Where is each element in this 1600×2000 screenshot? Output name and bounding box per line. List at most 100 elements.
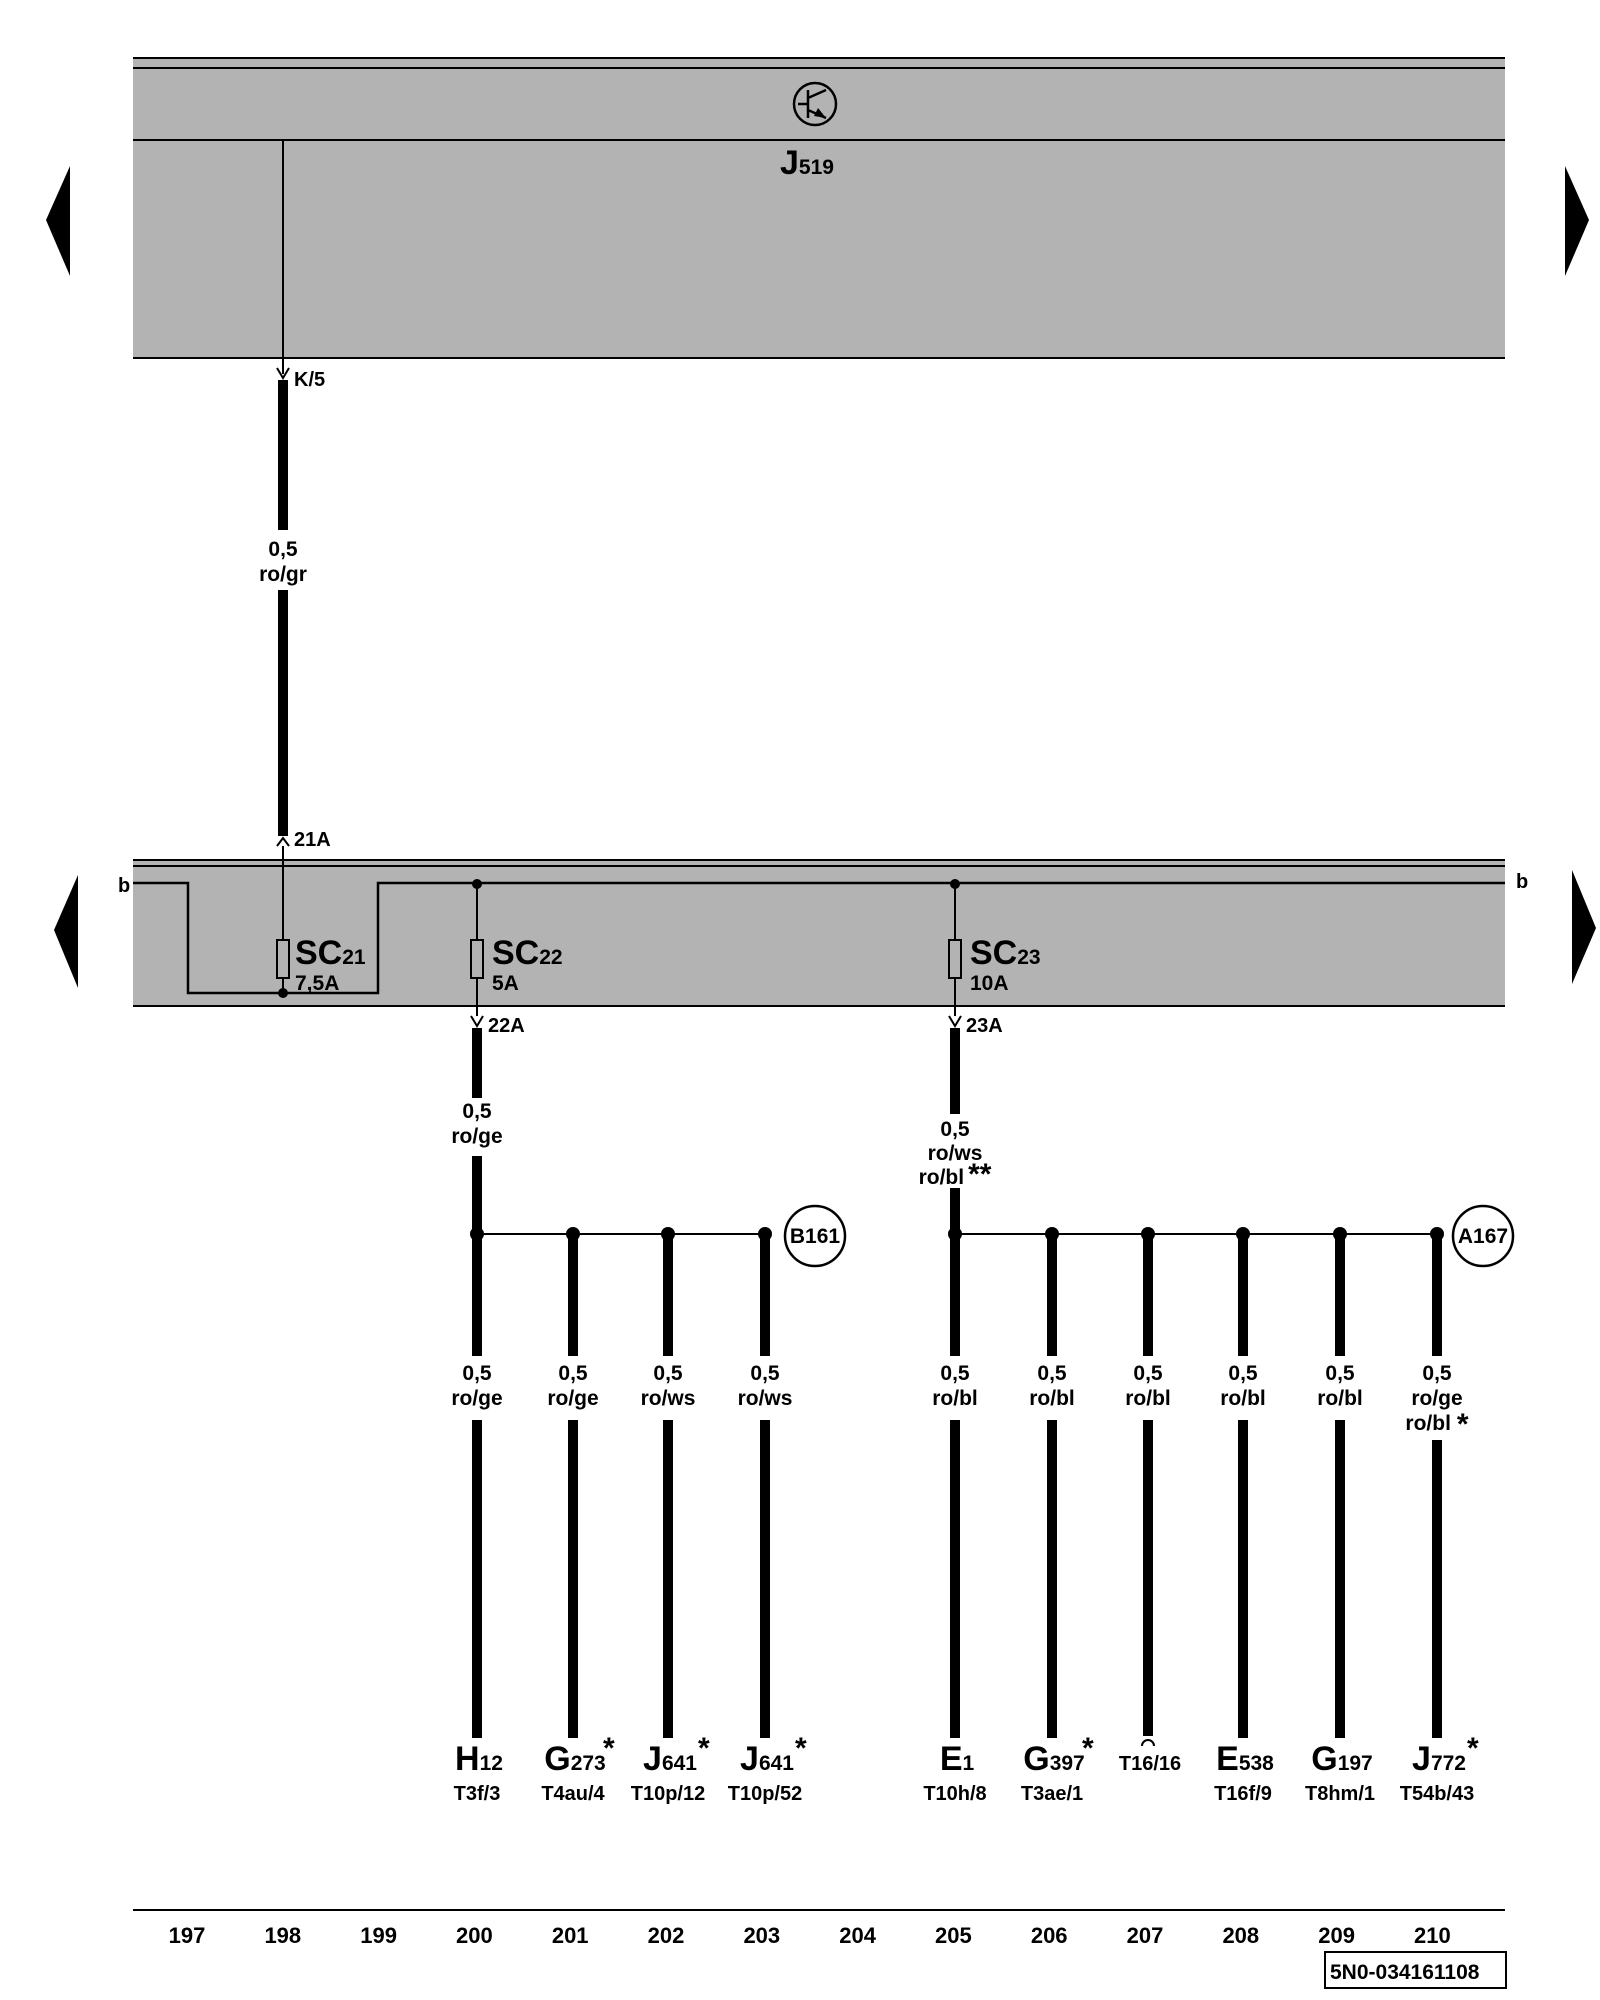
wire-color: ro/bl	[1029, 1387, 1075, 1410]
pin-label: T16/16	[1119, 1753, 1181, 1775]
svg-text:ro/bl**: ro/bl**	[919, 1158, 992, 1191]
pin-label: T3ae/1	[1021, 1783, 1083, 1805]
svg-text:7,5A: 7,5A	[295, 972, 339, 995]
page-next-arrow-icon[interactable]	[1565, 166, 1589, 276]
pin-label: T4au/4	[541, 1783, 605, 1805]
wire-size: 0,5	[1228, 1362, 1258, 1385]
reference-number: 5N0-034161108	[1330, 1961, 1480, 1984]
track-number: 201	[552, 1923, 589, 1948]
page-prev-arrow-icon[interactable]	[46, 166, 70, 276]
component-label: G273	[544, 1740, 606, 1778]
wire-color: ro/ws	[641, 1387, 696, 1410]
wire-size: 0,5	[940, 1362, 970, 1385]
footnote-star: *	[1467, 1732, 1479, 1765]
track-number: 204	[839, 1923, 876, 1948]
wire-size: 0,5	[1325, 1362, 1355, 1385]
wire-size: 0,5	[268, 538, 298, 561]
reference-box: 5N0-034161108	[1324, 1951, 1507, 1989]
pin-label: T10p/52	[728, 1783, 802, 1805]
track-number: 202	[648, 1923, 685, 1948]
track-number: 199	[360, 1923, 397, 1948]
pin-label: T10h/8	[923, 1783, 986, 1805]
track-number: 208	[1222, 1923, 1259, 1948]
fuse-sc22: SC22 5A	[470, 934, 563, 995]
fuse-sc23: SC23 10A	[948, 934, 1041, 995]
wire-color: ro/ws	[738, 1387, 793, 1410]
pin-label: T16f/9	[1214, 1783, 1272, 1805]
wire-alt-color: ro/bl*	[1405, 1408, 1469, 1441]
wire-size: 0,5	[462, 1362, 492, 1385]
component-label: H12	[455, 1740, 503, 1778]
component-label: J641	[643, 1740, 697, 1778]
footnote-star: *	[603, 1732, 615, 1765]
wire-color: ro/ge	[547, 1387, 598, 1410]
pin-label: K/5	[294, 369, 325, 391]
wire-size: 0,5	[653, 1362, 683, 1385]
wire-size: 0,5	[1422, 1362, 1452, 1385]
component-label: G197	[1311, 1740, 1373, 1778]
wire-color: ro/bl	[1125, 1387, 1171, 1410]
fuse-sc21: SC21 7,5A	[276, 934, 366, 995]
bus-label-right: b	[1516, 871, 1528, 893]
wire-color: ro/bl	[932, 1387, 978, 1410]
track-number: 206	[1031, 1923, 1068, 1948]
svg-text:ro/ws: ro/ws	[928, 1142, 983, 1165]
wire-color: ro/bl	[1317, 1387, 1363, 1410]
footnote-star: *	[698, 1732, 710, 1765]
track-number: 198	[264, 1923, 301, 1948]
svg-text:SC21: SC21	[295, 934, 366, 972]
wire-size: 0,5	[1037, 1362, 1067, 1385]
svg-text:10A: 10A	[970, 972, 1009, 995]
footnote-star: *	[795, 1732, 807, 1765]
page-prev-arrow-icon[interactable]	[54, 875, 78, 988]
branch-wires: 0,5ro/geH12T3f/30,5ro/geG273*T4au/40,5ro…	[451, 1227, 1479, 1805]
track-number: 205	[935, 1923, 972, 1948]
svg-text:ro/ge: ro/ge	[451, 1125, 502, 1148]
connector-b161: B161	[783, 1204, 847, 1268]
control-unit-label: J519	[780, 144, 834, 182]
wire-size: 0,5	[750, 1362, 780, 1385]
component-label: J641	[740, 1740, 794, 1778]
svg-text:B161: B161	[790, 1225, 841, 1248]
track-number: 200	[456, 1923, 493, 1948]
wire-size: 0,5	[558, 1362, 588, 1385]
fuse-box-panel	[133, 860, 1505, 1006]
track-number: 203	[743, 1923, 780, 1948]
sc22-output-wire: 22A 0,5 ro/ge	[451, 1015, 525, 1234]
svg-text:SC22: SC22	[492, 934, 563, 972]
svg-text:23A: 23A	[966, 1015, 1003, 1037]
pin-label: 21A	[294, 829, 331, 851]
track-number: 210	[1414, 1923, 1451, 1948]
svg-text:A167: A167	[1458, 1225, 1508, 1248]
pin-label: T3f/3	[454, 1783, 501, 1805]
svg-text:22A: 22A	[488, 1015, 525, 1037]
component-label: J772	[1412, 1740, 1466, 1778]
track-number: 197	[169, 1923, 206, 1948]
wire-color: ro/bl	[1220, 1387, 1266, 1410]
sc23-output-wire: 23A 0,5 ro/ws ro/bl**	[919, 1015, 1003, 1234]
component-label: G397	[1023, 1740, 1085, 1778]
control-unit-j519: J519	[133, 57, 1505, 374]
component-label: E538	[1216, 1740, 1274, 1778]
bus-label-left: b	[118, 875, 130, 897]
svg-text:SC23: SC23	[970, 934, 1041, 972]
control-unit-panel	[133, 58, 1505, 358]
connector-a167: A167	[1451, 1204, 1515, 1268]
wire-color: ro/ge	[1411, 1387, 1462, 1410]
feed-wire: K/5 0,5 ro/gr 21A	[259, 367, 331, 851]
page-next-arrow-icon[interactable]	[1572, 870, 1596, 984]
pin-label: T10p/12	[631, 1783, 705, 1805]
wire-color: ro/gr	[259, 563, 307, 586]
wire-size: 0,5	[1133, 1362, 1163, 1385]
fuse-box: b b SC21 7,5A SC22 5A SC23 10A	[118, 846, 1528, 1016]
